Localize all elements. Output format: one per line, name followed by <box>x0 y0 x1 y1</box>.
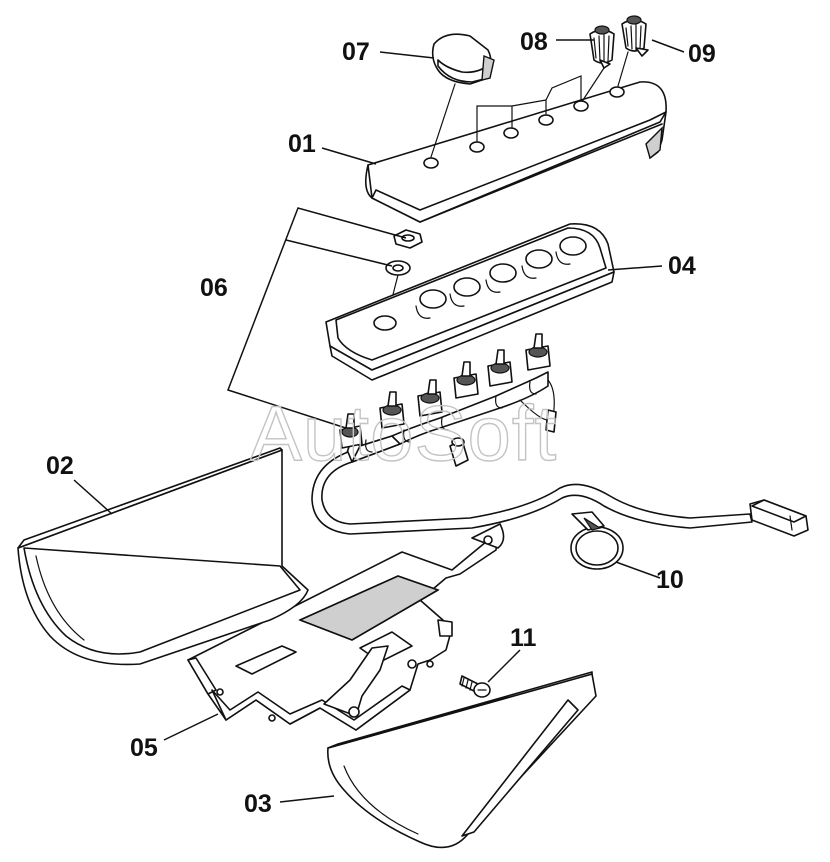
part-09-small-knob <box>617 15 649 87</box>
part-07-knob <box>430 33 495 158</box>
toggle-switch-5 <box>487 349 513 387</box>
part-03-right-cover <box>327 671 597 849</box>
callout-11: 11 <box>510 624 537 652</box>
toggle-switch-1 <box>339 413 363 449</box>
callout-08: 08 <box>520 28 548 56</box>
toggle-switch-2 <box>379 391 405 429</box>
toggle-switch-6 <box>525 333 551 371</box>
watermark-text: AutoSoft <box>250 389 557 477</box>
callout-07: 07 <box>342 38 370 66</box>
part-01-top-cover <box>364 75 667 223</box>
callout-05: 05 <box>130 734 158 762</box>
callout-03: 03 <box>244 790 272 818</box>
callout-09: 09 <box>688 40 716 68</box>
push-switch <box>449 437 469 467</box>
callout-06: 06 <box>200 274 228 302</box>
callout-labels: 01 02 03 04 05 06 07 08 09 10 11 <box>46 28 716 818</box>
toggle-switch-3 <box>417 379 443 417</box>
part-11-screw <box>459 675 491 698</box>
leader-lines <box>73 39 685 803</box>
part-05-base-plate <box>187 523 505 731</box>
callout-01: 01 <box>288 130 316 158</box>
wiring-harness <box>311 333 809 537</box>
part-04-switch-panel <box>325 223 615 381</box>
callout-02: 02 <box>46 452 74 480</box>
part-06-bracket-leader <box>227 207 407 431</box>
callout-10: 10 <box>656 566 684 594</box>
nut-and-washer <box>385 229 423 319</box>
callout-04: 04 <box>668 252 696 280</box>
part-02-left-cover <box>17 447 309 666</box>
part-08-small-knob <box>582 25 615 101</box>
connector-plug <box>749 499 809 537</box>
part-10-cable-clamp <box>570 511 624 570</box>
toggle-switch-4 <box>453 361 479 399</box>
